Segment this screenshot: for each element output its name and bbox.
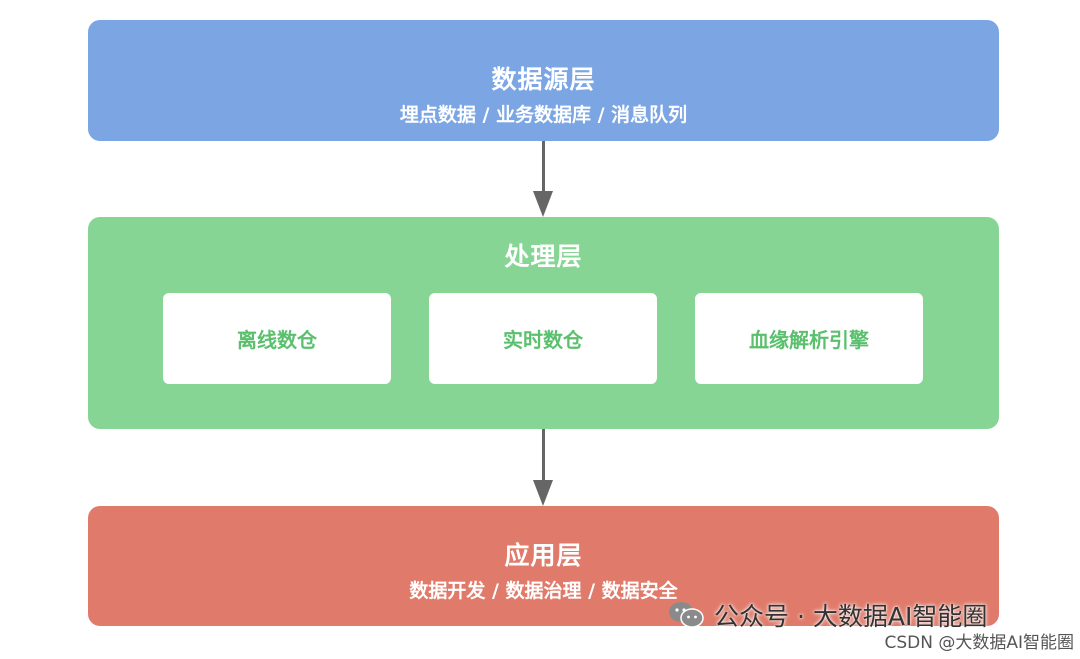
- application-layer: 应用层 数据开发 / 数据治理 / 数据安全: [88, 506, 999, 626]
- wechat-icon: [669, 602, 704, 628]
- module-realtime-warehouse: 实时数仓: [429, 293, 657, 384]
- wechat-watermark-text: 公众号 · 大数据AI智能圈: [714, 602, 988, 631]
- csdn-watermark: CSDN @大数据AI智能圈: [884, 633, 1074, 653]
- data-source-layer-title: 数据源层: [491, 65, 596, 94]
- data-source-layer: 数据源层 埋点数据 / 业务数据库 / 消息队列: [88, 20, 999, 141]
- application-layer-subtitle: 数据开发 / 数据治理 / 数据安全: [409, 580, 678, 602]
- processing-layer-title: 处理层: [504, 242, 583, 271]
- module-lineage-engine: 血缘解析引擎: [695, 293, 923, 384]
- application-layer-title: 应用层: [504, 541, 583, 570]
- processing-layer: 处理层 离线数仓 实时数仓 血缘解析引擎: [88, 217, 999, 429]
- wechat-watermark: 公众号 · 大数据AI智能圈: [668, 598, 987, 632]
- data-source-layer-subtitle: 埋点数据 / 业务数据库 / 消息队列: [399, 104, 688, 126]
- module-offline-warehouse: 离线数仓: [163, 293, 391, 384]
